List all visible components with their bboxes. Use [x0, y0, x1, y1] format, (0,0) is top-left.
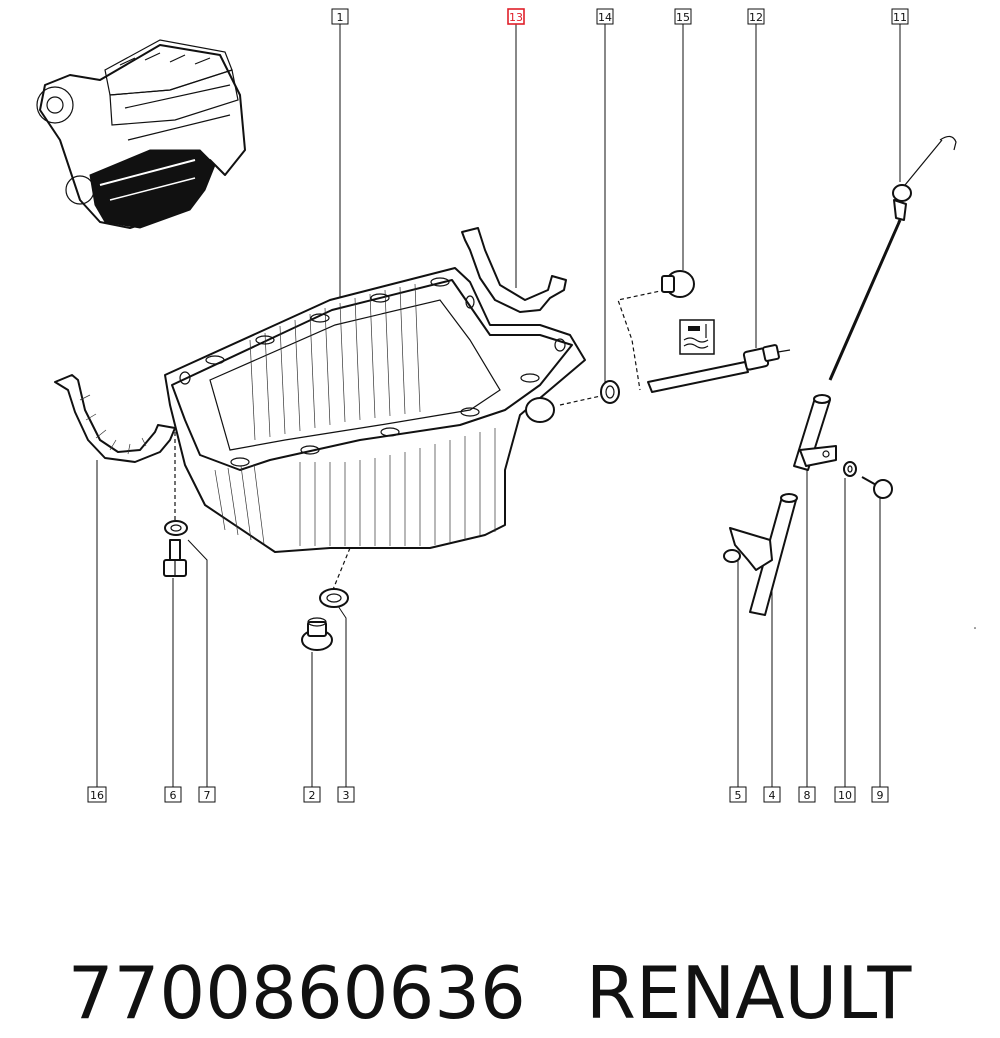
callout-label-3: 3 [343, 789, 350, 802]
drain-plug-2 [301, 617, 333, 651]
callout-13: 13 [507, 8, 525, 25]
callout-label-12: 12 [749, 11, 763, 24]
oil-pan [164, 267, 586, 553]
dipstick-tube-8 [793, 394, 837, 471]
oil-level-sensor-12 [647, 344, 791, 393]
footer-caption: 7700860636 RENAULT [22, 858, 912, 1035]
engine-thumbnail [36, 39, 246, 229]
brand-name: RENAULT [585, 951, 912, 1035]
dipstick-11 [826, 135, 957, 381]
callout-7: 7 [198, 786, 216, 803]
callout-label-7: 7 [204, 789, 211, 802]
callout-5: 5 [729, 786, 747, 803]
assembly-lines [174, 289, 666, 593]
bolt-6 [163, 539, 187, 577]
oil-pan-bolt-holes [179, 277, 566, 467]
callout-11: 11 [891, 8, 909, 25]
washer-10 [843, 461, 857, 477]
callout-9: 9 [871, 786, 889, 803]
seal-14 [600, 380, 620, 404]
callout-14: 14 [596, 8, 614, 25]
oil-pan-ribs [214, 283, 496, 546]
washer-5 [723, 549, 741, 563]
callout-label-9: 9 [877, 789, 884, 802]
callout-16: 16 [87, 786, 107, 803]
callout-label-14: 14 [598, 11, 612, 24]
callout-label-6: 6 [170, 789, 177, 802]
part-number: 7700860636 [67, 951, 526, 1035]
washer-7 [164, 520, 188, 536]
callout-3: 3 [337, 786, 355, 803]
gasket-13 [461, 227, 567, 313]
bolt-9 [861, 476, 893, 499]
callout-15: 15 [674, 8, 692, 25]
callout-1: 1 [331, 8, 349, 25]
callout-label-13: 13 [509, 11, 523, 24]
callout-label-16: 16 [90, 789, 104, 802]
callout-4: 4 [763, 786, 781, 803]
callout-label-10: 10 [838, 789, 852, 802]
callout-label-15: 15 [676, 11, 690, 24]
callout-label-2: 2 [309, 789, 316, 802]
callout-8: 8 [798, 786, 816, 803]
callout-label-4: 4 [769, 789, 776, 802]
callout-12: 12 [747, 8, 765, 25]
lower-tube-4 [729, 493, 798, 616]
callout-6: 6 [164, 786, 182, 803]
gasket-16 [54, 374, 176, 463]
callout-10: 10 [834, 786, 856, 803]
parts-diagram: 1 13 14 15 12 11 16 6 7 2 3 5 [36, 8, 976, 803]
stray-dot [974, 627, 976, 629]
callout-label-8: 8 [804, 789, 811, 802]
leader-lines [96, 24, 901, 788]
cap-15 [661, 270, 695, 298]
oil-level-icon [679, 319, 715, 355]
callout-label-1: 1 [337, 11, 344, 24]
callout-label-11: 11 [893, 11, 907, 24]
callout-2: 2 [303, 786, 321, 803]
callout-label-5: 5 [735, 789, 742, 802]
seal-3 [319, 588, 349, 608]
